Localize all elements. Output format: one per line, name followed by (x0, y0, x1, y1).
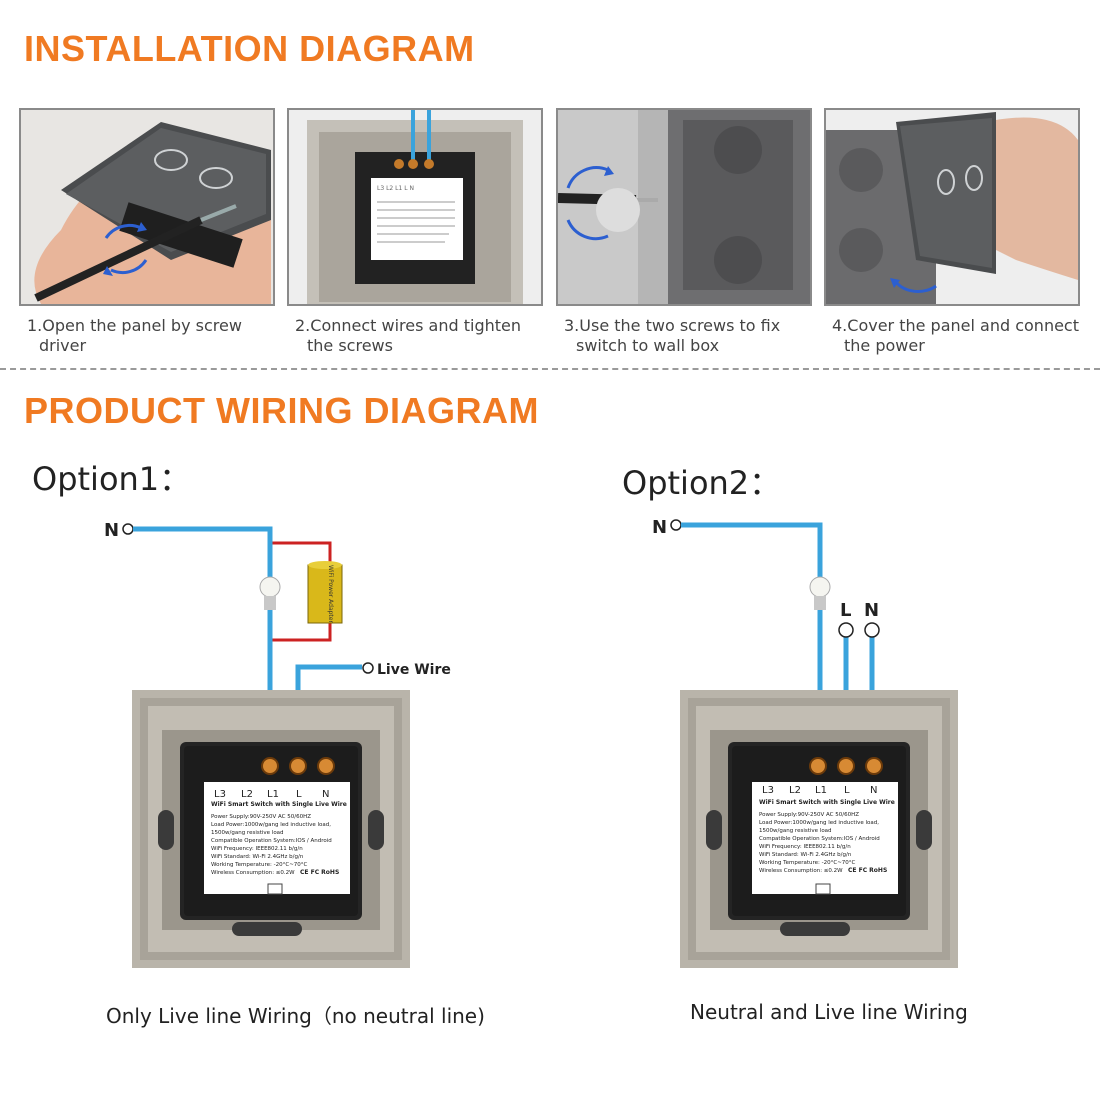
step-4-caption: 4.Cover the panel and connect the power (824, 316, 1080, 356)
step-1-caption-line2: driver (39, 336, 87, 355)
install-step-2: L3 L2 L1 L N 2.Connect wires and tighten… (287, 108, 543, 356)
l-label-2: L (840, 600, 851, 621)
step-2-caption: 2.Connect wires and tighten the screws (287, 316, 543, 356)
module-1-title: WiFi Smart Switch with Single Live Wire (211, 801, 347, 808)
module-1-specs: Power Supply:90V-250V AC 50/60HZ Load Po… (211, 814, 332, 876)
section-divider (0, 368, 1100, 370)
live-wire-label: Live Wire (377, 662, 451, 678)
svg-text:Load Power:1000w/gang led indu: Load Power:1000w/gang led inductive load… (211, 822, 331, 828)
step-4-caption-line1: 4.Cover the panel and connect (832, 316, 1079, 335)
wiring-heading: PRODUCT WIRING DIAGRAM (24, 390, 539, 431)
module-2-terminal-n: N (870, 785, 877, 796)
install-step-3: 3.Use the two screws to fix switch to wa… (556, 108, 812, 356)
module-2-terminal-l3: L3 (762, 785, 774, 796)
svg-text:Compatible Operation System:IO: Compatible Operation System:IOS / Androi… (759, 836, 880, 842)
module-1-terminal-n: N (322, 789, 329, 800)
power-adapter: WiFi Power Adapter (307, 561, 343, 624)
n-terminal-2 (670, 519, 682, 531)
step-3-caption-line2: switch to wall box (576, 336, 720, 355)
option-2-diagram: N L N L3 L2 L1 L N WiFi Smart Switch wit… (652, 517, 959, 969)
option-1-caption: Only Live line Wiring（no neutral line) (106, 1004, 485, 1028)
svg-text:WiFi Frequency: IEEE802.11 b/g: WiFi Frequency: IEEE802.11 b/g/n (759, 844, 851, 850)
neutral-wire-1 (133, 526, 273, 770)
bulb-2 (809, 576, 831, 610)
n-label-1: N (104, 520, 119, 541)
step-3-caption: 3.Use the two screws to fix switch to wa… (556, 316, 812, 356)
module-1-marks: CE FC RoHS (300, 869, 339, 876)
module-2-terminal-l1: L1 (815, 785, 827, 796)
svg-text:1500w/gang resistive load: 1500w/gang resistive load (211, 830, 284, 836)
svg-text:WiFi Standard: Wi-Fi 2.4GHz b/: WiFi Standard: Wi-Fi 2.4GHz b/g/n (211, 854, 304, 860)
n2-label-2: N (864, 600, 879, 621)
step-1-caption: 1.Open the panel by screw driver (19, 316, 275, 356)
adapter-label: WiFi Power Adapter (327, 565, 334, 623)
step-3-caption-line1: 3.Use the two screws to fix (564, 316, 781, 335)
step-1-caption-line1: 1.Open the panel by screw (27, 316, 242, 335)
module-2-specs: Power Supply:90V-250V AC 50/60HZ Load Po… (759, 812, 880, 874)
option-2-label: Option2： (622, 464, 782, 502)
step-4-photo (824, 108, 1080, 306)
step-2-caption-line1: 2.Connect wires and tighten (295, 316, 521, 335)
n2-terminal-2 (864, 622, 880, 638)
svg-text:L3 L2 L1 L N: L3 L2 L1 L N (377, 185, 414, 192)
installation-heading: INSTALLATION DIAGRAM (24, 28, 475, 69)
svg-text:WiFi Frequency: IEEE802.11 b/g: WiFi Frequency: IEEE802.11 b/g/n (211, 846, 303, 852)
module-1-terminal-l2: L2 (241, 789, 253, 800)
module-2-title: WiFi Smart Switch with Single Live Wire (759, 799, 895, 806)
install-step-4: 4.Cover the panel and connect the power (824, 108, 1080, 356)
svg-text:Working Temperature: -20°C~70°: Working Temperature: -20°C~70°C (211, 862, 308, 868)
svg-text:Power Supply:90V-250V AC 50/6: Power Supply:90V-250V AC 50/60HZ (211, 814, 311, 820)
step-3-photo (556, 108, 812, 306)
svg-text:Working Temperature: -20°C~70°: Working Temperature: -20°C~70°C (759, 860, 856, 866)
svg-text:1500w/gang resistive load: 1500w/gang resistive load (759, 828, 832, 834)
svg-text:WiFi Standard: Wi-Fi 2.4GHz b/: WiFi Standard: Wi-Fi 2.4GHz b/g/n (759, 852, 852, 858)
module-1-terminal-l1: L1 (267, 789, 279, 800)
module-2-terminal-l: L (844, 785, 850, 796)
module-2-marks: CE FC RoHS (848, 867, 887, 874)
module-1-terminal-l: L (296, 789, 302, 800)
install-step-1: 1.Open the panel by screw driver (19, 108, 275, 356)
step-2-caption-line2: the screws (307, 336, 393, 355)
live-terminal-1 (362, 662, 374, 674)
step-1-photo (19, 108, 275, 306)
svg-text:Wireless Consumption: ≤0.2W: Wireless Consumption: ≤0.2W (759, 868, 843, 874)
svg-text:Load Power:1000w/gang led indu: Load Power:1000w/gang led inductive load… (759, 820, 879, 826)
svg-text:Power Supply:90V-250V AC 50/6: Power Supply:90V-250V AC 50/60HZ (759, 812, 859, 818)
step-4-caption-line2: the power (844, 336, 925, 355)
step-2-photo: L3 L2 L1 L N (287, 108, 543, 306)
bulb-1 (259, 576, 281, 610)
option-1-diagram: WiFi Power Adapter N Live Wire L3 L2 L1 … (104, 520, 451, 969)
module-1-terminal-l3: L3 (214, 789, 226, 800)
option-1-label: Option1： (32, 460, 192, 498)
svg-text:Wireless Consumption: ≤0.2W: Wireless Consumption: ≤0.2W (211, 870, 295, 876)
n-label-2: N (652, 517, 667, 538)
l-terminal-2 (838, 622, 854, 638)
n-terminal-1 (122, 523, 134, 535)
option-2-caption: Neutral and Live line Wiring (690, 1000, 968, 1024)
module-2-terminal-l2: L2 (789, 785, 801, 796)
svg-text:Compatible Operation System:IO: Compatible Operation System:IOS / Androi… (211, 838, 332, 844)
neutral-wire-2 (681, 522, 823, 770)
